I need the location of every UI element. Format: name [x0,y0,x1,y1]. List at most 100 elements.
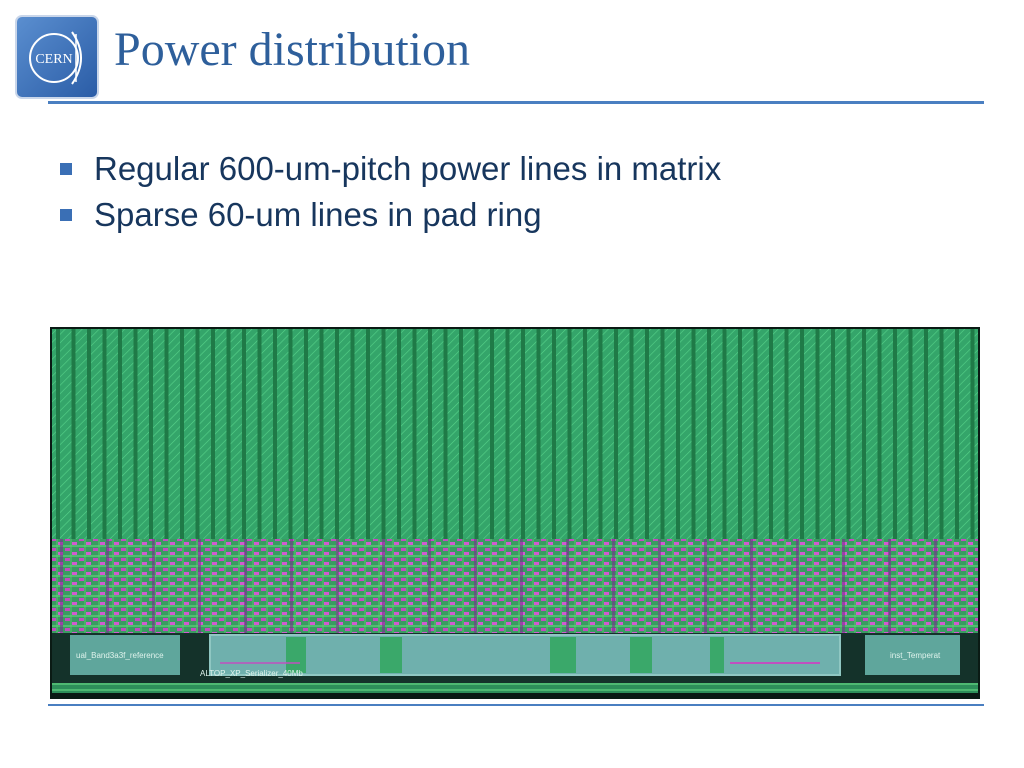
title-divider [48,101,984,104]
periphery-line [658,539,661,635]
power-line [474,329,479,541]
power-line [211,329,215,541]
power-line [691,329,696,541]
periphery-line [842,539,845,635]
power-line [257,329,262,541]
pad-cell [710,637,724,673]
right-block-label: inst_Temperat [890,651,941,660]
periphery-line [888,539,891,635]
periphery-line [566,539,569,635]
power-line [753,329,758,541]
periphery-line [474,539,477,635]
power-line [707,329,711,541]
bullet-item: Sparse 60-um lines in pad ring [60,192,721,238]
periphery-line [106,539,109,635]
chip-layout-svg: ual_Band3a3f_reference ALTOP_XP_Serializ… [50,327,980,699]
power-line [769,329,773,541]
pixel-matrix-area [52,329,978,541]
periphery-line [612,539,615,635]
periphery-line [520,539,523,635]
matrix-power-lines [56,329,975,541]
left-block-label: ual_Band3a3f_reference [76,651,164,660]
power-line [242,329,246,541]
power-line [56,329,60,541]
power-line [397,329,401,541]
power-line [893,329,897,541]
power-line [924,329,928,541]
power-line [722,329,727,541]
cern-logo-icon: CERN [15,15,99,99]
cern-logo: CERN [14,14,100,100]
periphery-line [704,539,707,635]
square-bullet-icon [60,163,72,175]
power-line [226,329,231,541]
power-line [490,329,494,541]
power-line [877,329,882,541]
power-line [149,329,153,541]
pad-cells [286,637,724,673]
power-line [335,329,339,541]
periphery-line [382,539,385,635]
periphery-region [52,539,978,635]
power-line [831,329,835,541]
power-line [180,329,184,541]
power-line [598,329,603,541]
power-line [428,329,432,541]
bullet-item: Regular 600-um-pitch power lines in matr… [60,146,721,192]
power-line [381,329,386,541]
center-block [209,634,841,676]
pad-cell [630,637,652,673]
periphery-line [290,539,293,635]
power-line [71,329,76,541]
power-line [521,329,525,541]
power-line [102,329,107,541]
power-line [505,329,510,541]
power-line [319,329,324,541]
power-line [800,329,804,541]
power-line [939,329,944,541]
power-line [676,329,680,541]
footer-divider [48,704,984,706]
power-line [366,329,370,541]
bullet-list: Regular 600-um-pitch power lines in matr… [60,146,721,238]
bullet-text: Sparse 60-um lines in pad ring [94,196,542,233]
power-line [862,329,866,541]
periphery-line [198,539,201,635]
power-line [118,329,122,541]
power-line [614,329,618,541]
periphery-line [60,539,63,635]
power-line [970,329,975,541]
power-line [288,329,293,541]
left-block [70,635,180,675]
power-line [459,329,463,541]
power-line [164,329,169,541]
center-block-label: ALTOP_XP_Serializer_40Mb [200,669,303,678]
bottom-pad-strip [52,683,978,693]
power-line [195,329,200,541]
power-line [908,329,913,541]
power-line [552,329,556,541]
periphery-line [796,539,799,635]
power-line [536,329,541,541]
power-line [443,329,448,541]
pad-cell [550,637,576,673]
periphery-power-lines [60,539,937,635]
power-line [784,329,789,541]
bullet-text: Regular 600-um-pitch power lines in matr… [94,150,722,187]
logo-text: CERN [35,52,72,67]
right-block [865,635,960,675]
periphery-line [934,539,937,635]
pad-cell [380,637,402,673]
periphery-line [336,539,339,635]
power-line [815,329,820,541]
power-line [645,329,649,541]
power-line [660,329,665,541]
power-line [846,329,851,541]
periphery-line [244,539,247,635]
periphery-line [152,539,155,635]
pad-cell [286,637,306,673]
power-line [273,329,277,541]
power-line [738,329,742,541]
periphery-line [750,539,753,635]
power-line [567,329,572,541]
